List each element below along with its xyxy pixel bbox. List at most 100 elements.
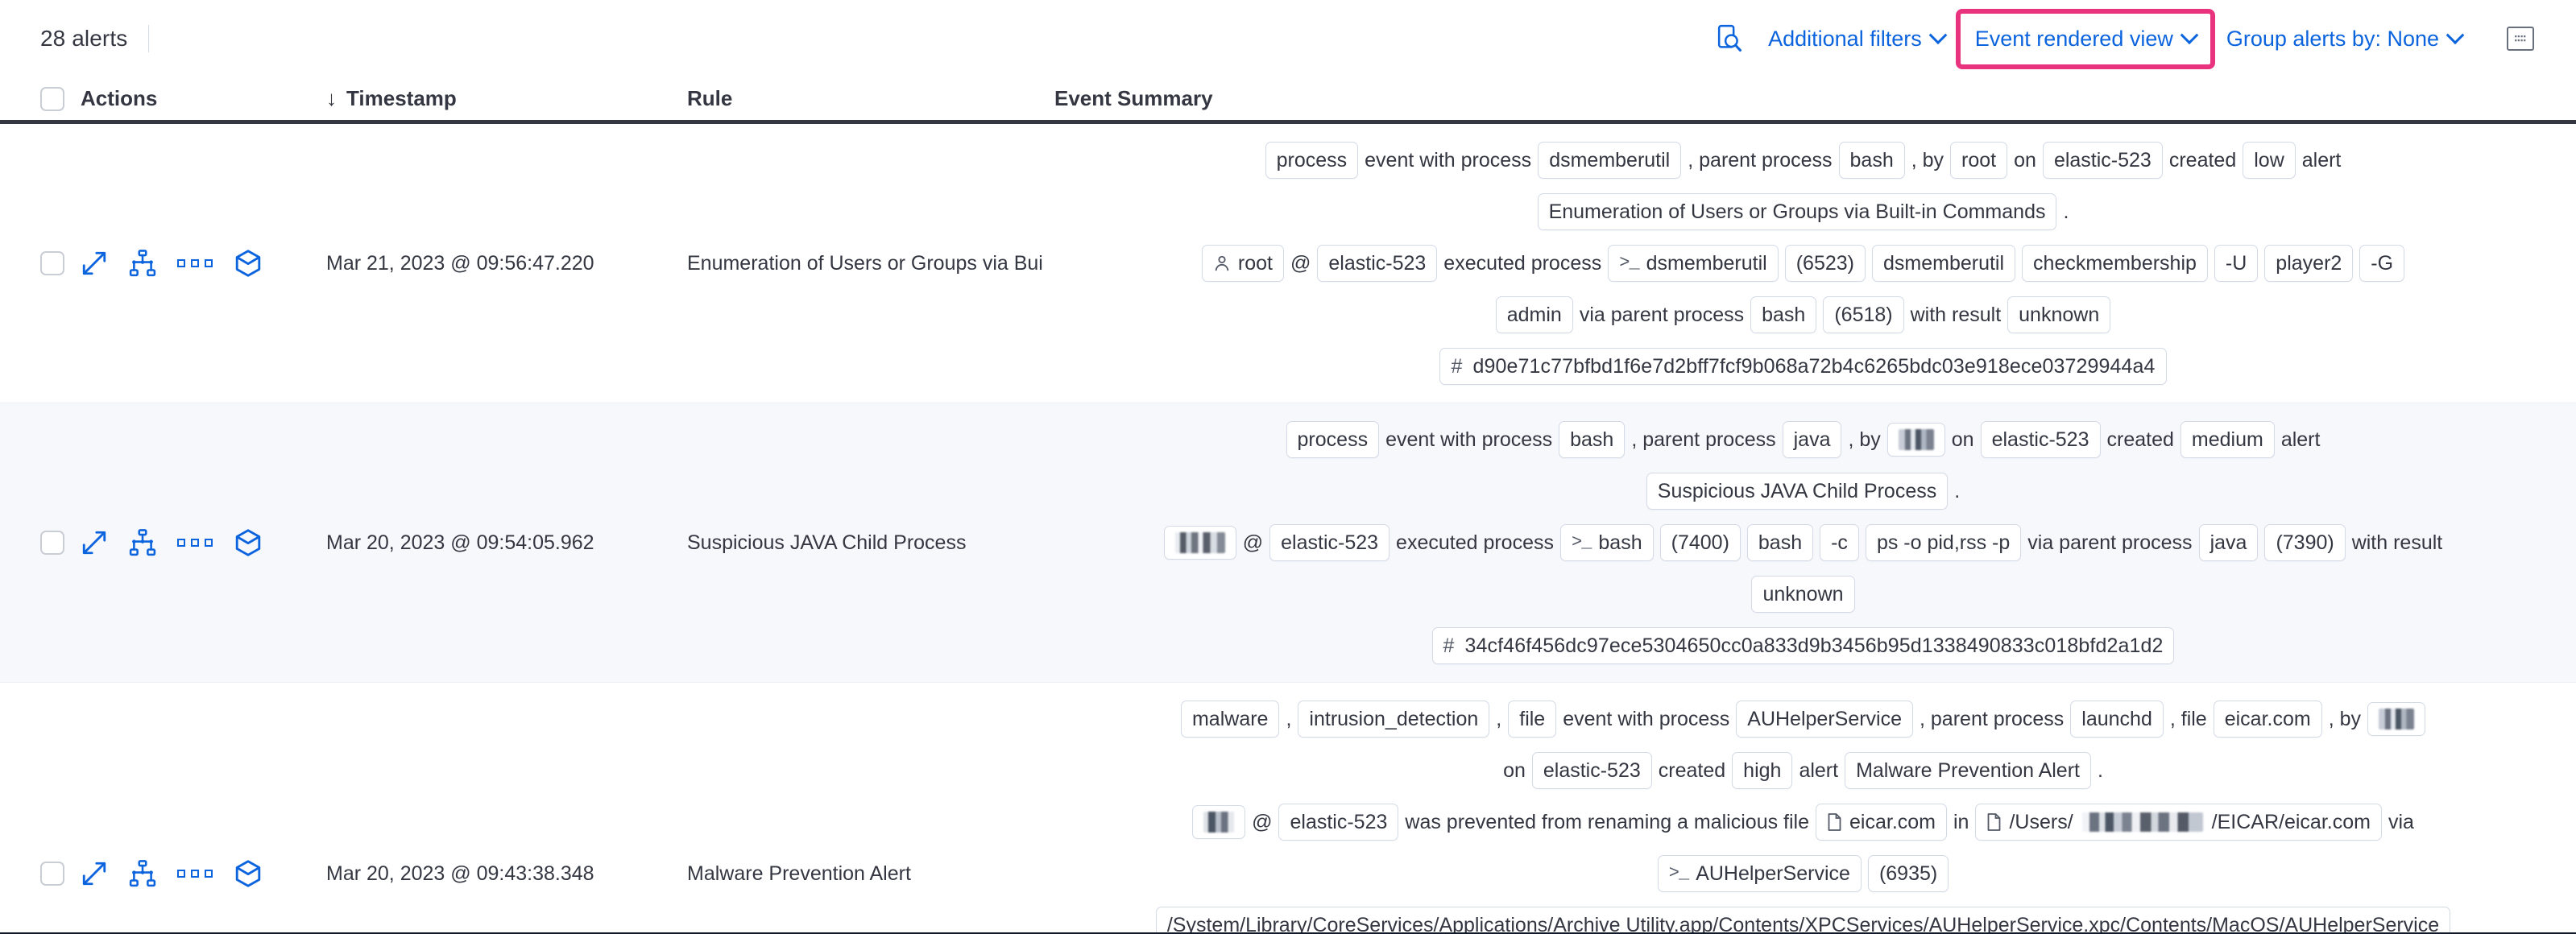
expand-icon[interactable] (81, 529, 108, 556)
summary-chip-redacted-user[interactable] (1163, 526, 1236, 560)
summary-chip[interactable]: high (1732, 752, 1793, 789)
row-checkbox[interactable] (40, 531, 64, 555)
summary-chip-file-path[interactable]: /Users//EICAR/eicar.com (1975, 804, 2382, 841)
summary-chip-file[interactable]: eicar.com (1816, 804, 1947, 841)
summary-chip-redacted-user[interactable] (2367, 702, 2425, 736)
summary-text: @ (1290, 252, 1311, 275)
summary-text: event with process (1365, 149, 1532, 172)
summary-chip[interactable]: -U (2214, 245, 2259, 282)
header-rule[interactable]: Rule (687, 86, 733, 110)
summary-chip[interactable]: elastic-523 (1278, 804, 1399, 841)
session-view-icon[interactable] (234, 528, 263, 557)
row-rule[interactable]: Suspicious JAVA Child Process (687, 531, 967, 554)
summary-chip[interactable]: bash (1746, 524, 1814, 561)
summary-chip[interactable]: dsmemberutil (1871, 245, 2016, 282)
summary-chip[interactable]: (6935) (1867, 855, 1949, 892)
expand-icon[interactable] (81, 250, 108, 277)
summary-chip[interactable]: bash (1750, 296, 1817, 333)
table-header-row: Actions ↓ Timestamp Rule Event Summary (0, 77, 2576, 124)
summary-chip[interactable]: (7400) (1659, 524, 1741, 561)
summary-chip-process[interactable]: >_dsmemberutil (1608, 245, 1779, 282)
summary-chip[interactable]: elastic-523 (1269, 524, 1390, 561)
summary-chip[interactable]: Suspicious JAVA Child Process (1646, 473, 1949, 510)
row-checkbox[interactable] (40, 251, 64, 275)
expand-icon (82, 251, 106, 275)
header-event-summary[interactable]: Event Summary (1054, 86, 1213, 110)
summary-chip[interactable]: root (1950, 142, 2008, 179)
summary-chip[interactable]: eicar.com (2213, 700, 2322, 738)
summary-chip[interactable]: medium (2180, 421, 2275, 458)
row-rule[interactable]: Malware Prevention Alert (687, 862, 911, 885)
summary-chip[interactable]: low (2243, 142, 2296, 179)
summary-chip-process[interactable]: >_bash (1560, 524, 1654, 561)
summary-chip[interactable]: bash (1838, 142, 1905, 179)
event-rendered-view-button[interactable]: Event rendered view (1975, 26, 2199, 52)
table-row[interactable]: Mar 20, 2023 @ 09:43:38.348 Malware Prev… (0, 683, 2576, 932)
summary-chip[interactable]: checkmembership (2022, 245, 2208, 282)
session-view-icon[interactable] (234, 249, 263, 278)
summary-chip-redacted-user[interactable] (1886, 423, 1945, 457)
summary-chip[interactable]: process (1286, 421, 1380, 458)
summary-chip[interactable]: AUHelperService (1736, 700, 1914, 738)
more-actions-icon[interactable] (177, 870, 213, 878)
summary-chip[interactable]: Malware Prevention Alert (1845, 752, 2091, 789)
summary-chip[interactable]: elastic-523 (1317, 245, 1438, 282)
summary-chip[interactable]: ps -o pid,rss -p (1865, 524, 2022, 561)
summary-chip-hash[interactable]: #34cf46f456dc97ece5304650cc0a833d9b3456b… (1431, 627, 2175, 664)
summary-text: alert (2301, 149, 2342, 172)
more-actions-icon[interactable] (177, 259, 213, 267)
row-timestamp: Mar 20, 2023 @ 09:43:38.348 (326, 862, 594, 885)
summary-chip[interactable]: elastic-523 (1980, 421, 2101, 458)
session-view-icon[interactable] (234, 859, 263, 888)
summary-chip[interactable]: bash (1559, 421, 1626, 458)
summary-chip[interactable]: java (1782, 421, 1842, 458)
summary-chip[interactable]: java (2198, 524, 2259, 561)
analyzer-icon[interactable] (129, 529, 156, 556)
group-alerts-by-button[interactable]: Group alerts by: None (2214, 15, 2475, 63)
summary-chip[interactable]: (6518) (1823, 296, 1904, 333)
summary-chip[interactable]: launchd (2070, 700, 2164, 738)
summary-chip[interactable]: /System/Library/CoreServices/Application… (1155, 907, 2451, 932)
table-row[interactable]: Mar 20, 2023 @ 09:54:05.962 Suspicious J… (0, 403, 2576, 683)
header-actions[interactable]: Actions (81, 86, 158, 110)
summary-chip[interactable]: unknown (1751, 576, 1855, 613)
summary-chip[interactable]: Enumeration of Users or Groups via Built… (1537, 193, 2057, 230)
summary-text: on (1951, 428, 1974, 451)
additional-filters-button[interactable]: Additional filters (1755, 15, 1957, 63)
summary-chip[interactable]: dsmemberutil (1538, 142, 1682, 179)
row-action-icons (81, 528, 263, 557)
select-all-checkbox[interactable] (40, 86, 64, 111)
summary-chip[interactable]: unknown (2007, 296, 2111, 333)
summary-chip[interactable]: intrusion_detection (1298, 700, 1490, 738)
summary-chip[interactable]: player2 (2264, 245, 2354, 282)
summary-chip[interactable]: malware (1180, 700, 1280, 738)
inspect-search-icon[interactable] (1705, 16, 1755, 61)
summary-chip[interactable]: (6523) (1784, 245, 1866, 282)
keyboard-icon[interactable]: ▪▪▪▪▪▪▪▪ (2495, 19, 2545, 59)
summary-chip[interactable]: process (1265, 142, 1359, 179)
summary-chip-redacted-user[interactable] (1192, 805, 1246, 839)
summary-chip[interactable]: elastic-523 (1531, 752, 1652, 789)
row-checkbox[interactable] (40, 862, 64, 886)
expand-icon[interactable] (81, 860, 108, 887)
analyzer-icon[interactable] (129, 250, 156, 277)
summary-text: with result (1910, 304, 2002, 326)
summary-chip[interactable]: (7390) (2264, 524, 2346, 561)
analyzer-icon[interactable] (129, 860, 156, 887)
summary-chip-process[interactable]: >_AUHelperService (1657, 855, 1862, 892)
row-rule[interactable]: Enumeration of Users or Groups via Bui (687, 251, 1043, 275)
summary-chip[interactable]: -G (2359, 245, 2405, 282)
document-icon (1988, 813, 2001, 831)
summary-chip[interactable]: file (1508, 700, 1557, 738)
summary-chip[interactable]: -c (1820, 524, 1859, 561)
header-timestamp[interactable]: ↓ Timestamp (326, 86, 687, 111)
table-row[interactable]: Mar 21, 2023 @ 09:56:47.220 Enumeration … (0, 124, 2576, 403)
summary-chip-user[interactable]: root (1201, 245, 1284, 282)
more-actions-icon[interactable] (177, 539, 213, 547)
summary-chip[interactable]: admin (1495, 296, 1573, 333)
alert-count-label: 28 alerts (40, 26, 128, 51)
summary-chip-hash[interactable]: #d90e71c77bfbd1f6e7d2bff7fcf9b068a72b4c6… (1439, 348, 2167, 385)
summary-chip[interactable]: elastic-523 (2042, 142, 2163, 179)
summary-text: @ (1242, 531, 1264, 554)
